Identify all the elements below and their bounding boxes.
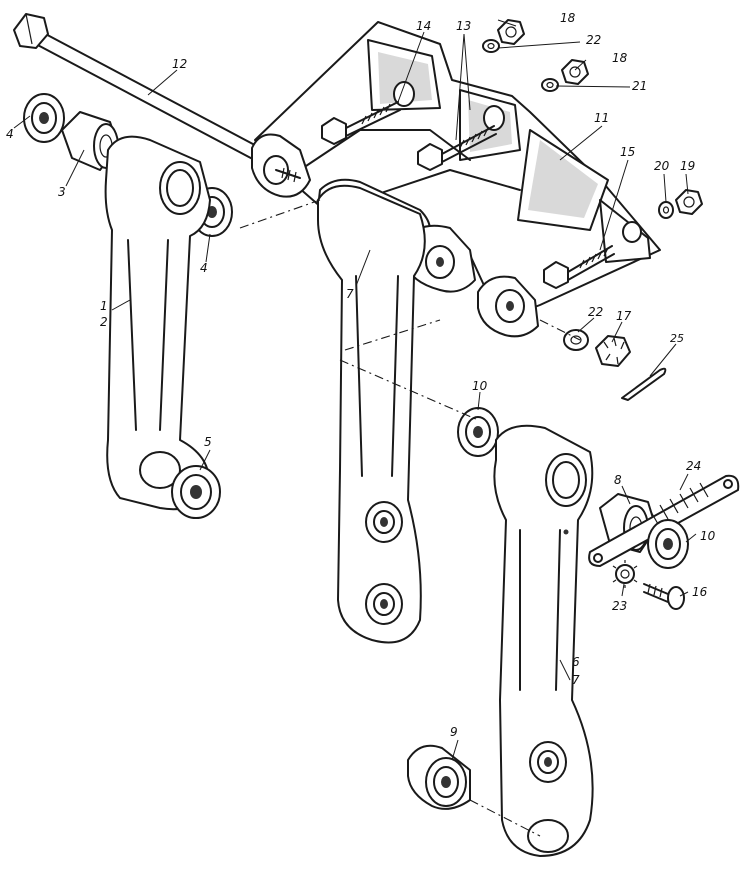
label-17: 17 bbox=[616, 309, 632, 323]
bracket-11 bbox=[251, 21, 661, 338]
label-11: 11 bbox=[594, 111, 609, 125]
spacer-3 bbox=[61, 111, 119, 171]
label-10-right: 10 bbox=[700, 529, 716, 543]
washer-22-low bbox=[563, 329, 589, 351]
label-24: 24 bbox=[686, 459, 701, 473]
castle-nut-17 bbox=[595, 335, 631, 367]
label-25: 25 bbox=[670, 332, 684, 345]
threaded-stud bbox=[275, 167, 301, 183]
label-18-top: 18 bbox=[560, 11, 576, 25]
label-6: 6 bbox=[572, 655, 580, 669]
leader-lines bbox=[13, 19, 697, 761]
bolt-14 bbox=[321, 101, 401, 145]
bracket-lug-far bbox=[477, 275, 539, 338]
label-18-mid: 18 bbox=[612, 51, 628, 65]
screw-16 bbox=[643, 583, 685, 610]
label-15: 15 bbox=[620, 145, 635, 159]
washer-21 bbox=[541, 78, 559, 92]
label-4-left: 4 bbox=[6, 127, 14, 141]
label-4-right: 4 bbox=[200, 261, 208, 275]
label-20: 20 bbox=[654, 159, 670, 173]
bearing-5 bbox=[171, 465, 221, 519]
label-2: 2 bbox=[100, 315, 108, 329]
cotter-pin-25 bbox=[621, 367, 667, 401]
callout-labels: 12 14 13 18 22 18 21 11 15 20 19 4 3 4 1… bbox=[6, 11, 716, 739]
label-7-right: 7 bbox=[572, 673, 580, 687]
label-7-middle: 7 bbox=[346, 287, 354, 301]
lever-7-middle bbox=[317, 184, 426, 644]
label-10-middle: 10 bbox=[472, 379, 488, 393]
lock-washer-23 bbox=[612, 560, 638, 588]
washer-22-top bbox=[482, 39, 500, 53]
nut-19 bbox=[675, 189, 703, 215]
bolt-15 bbox=[543, 245, 615, 289]
washer-20 bbox=[658, 201, 674, 219]
label-12: 12 bbox=[172, 57, 187, 71]
label-8: 8 bbox=[614, 473, 622, 487]
label-21: 21 bbox=[632, 79, 647, 93]
label-22-top: 22 bbox=[586, 33, 601, 47]
label-9: 9 bbox=[450, 725, 458, 739]
bearing-10-middle bbox=[457, 407, 499, 457]
label-3: 3 bbox=[58, 185, 66, 199]
label-16: 16 bbox=[692, 585, 708, 599]
bearing-9 bbox=[407, 744, 471, 810]
label-19: 19 bbox=[680, 159, 695, 173]
bearing-10-right bbox=[647, 519, 689, 569]
label-13: 13 bbox=[456, 19, 471, 33]
nut-18-top bbox=[497, 19, 525, 45]
label-22-low: 22 bbox=[588, 305, 603, 319]
lever-1-2 bbox=[104, 135, 211, 511]
label-1: 1 bbox=[100, 299, 108, 313]
label-23: 23 bbox=[612, 599, 627, 613]
bearing-4-left bbox=[23, 93, 65, 143]
nut-18-mid bbox=[561, 59, 589, 85]
bolt-13 bbox=[417, 125, 497, 171]
center-lines bbox=[239, 199, 581, 837]
lever-6-7-right bbox=[493, 424, 594, 857]
label-5: 5 bbox=[204, 435, 212, 449]
label-14: 14 bbox=[416, 19, 431, 33]
